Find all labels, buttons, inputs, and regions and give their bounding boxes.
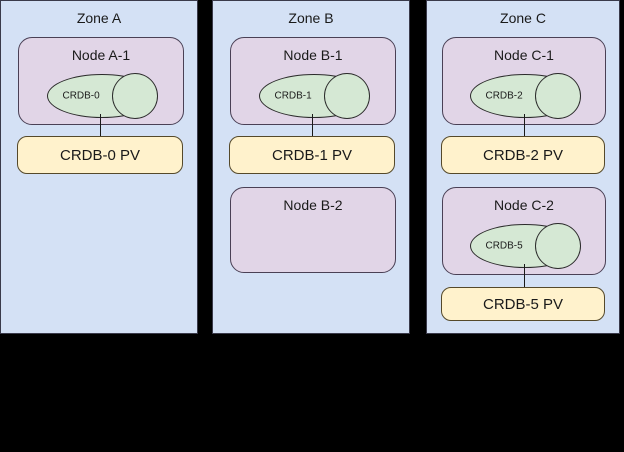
- pv-box-crdb-1[interactable]: CRDB-1 PV: [229, 136, 395, 174]
- database-label-crdb-1: CRDB-1: [274, 90, 312, 102]
- pv-box-crdb-5[interactable]: CRDB-5 PV: [441, 287, 605, 321]
- zone-title-a: Zone A: [76, 10, 122, 26]
- zone-panel-b: Zone B Node B-1 CRDB-1 CRDB-1 PV Node B-…: [212, 0, 410, 334]
- database-cylinder-crdb-2[interactable]: CRDB-2: [470, 73, 581, 119]
- pv-box-crdb-2[interactable]: CRDB-2 PV: [441, 136, 605, 174]
- database-cylinder-crdb-0[interactable]: CRDB-0: [47, 73, 158, 119]
- connector-node-c-1-to-pv: [524, 114, 525, 143]
- cylinder-cap-icon: [534, 223, 581, 269]
- node-label-a-1: Node A-1: [71, 47, 131, 63]
- connector-node-c-2-to-pv: [524, 264, 525, 293]
- zone-panel-a: Zone A Node A-1 CRDB-0 CRDB-0 PV: [0, 0, 198, 334]
- database-cylinder-crdb-5[interactable]: CRDB-5: [470, 223, 581, 269]
- cylinder-cap-icon: [323, 73, 370, 119]
- node-label-c-1: Node C-1: [494, 47, 554, 63]
- database-label-crdb-0: CRDB-0: [62, 90, 100, 102]
- node-label-c-2: Node C-2: [494, 197, 554, 213]
- pv-box-crdb-0[interactable]: CRDB-0 PV: [17, 136, 183, 174]
- zone-panel-c: Zone C Node C-1 CRDB-2 CRDB-2 PV Node C-…: [426, 0, 620, 334]
- node-box-c-2[interactable]: Node C-2 CRDB-5: [442, 187, 606, 275]
- pv-label-crdb-5: CRDB-5 PV: [482, 295, 564, 313]
- zone-title-c: Zone C: [500, 10, 546, 26]
- node-label-b-1: Node B-1: [283, 47, 343, 63]
- database-label-crdb-5: CRDB-5: [485, 240, 523, 252]
- pv-label-crdb-0: CRDB-0 PV: [59, 146, 141, 164]
- node-label-b-2: Node B-2: [283, 197, 343, 213]
- cylinder-cap-icon: [111, 73, 158, 119]
- node-box-b-1[interactable]: Node B-1 CRDB-1: [230, 37, 396, 125]
- node-box-a-1[interactable]: Node A-1 CRDB-0: [18, 37, 184, 125]
- zone-title-b: Zone B: [288, 10, 334, 26]
- database-cylinder-crdb-1[interactable]: CRDB-1: [259, 73, 370, 119]
- node-box-c-1[interactable]: Node C-1 CRDB-2: [442, 37, 606, 125]
- pv-label-crdb-2: CRDB-2 PV: [482, 146, 564, 164]
- connector-node-a-1-to-pv: [100, 114, 101, 143]
- node-box-b-2[interactable]: Node B-2: [230, 187, 396, 273]
- cylinder-cap-icon: [534, 73, 581, 119]
- connector-node-b-1-to-pv: [312, 114, 313, 143]
- pv-label-crdb-1: CRDB-1 PV: [271, 146, 353, 164]
- database-label-crdb-2: CRDB-2: [485, 90, 523, 102]
